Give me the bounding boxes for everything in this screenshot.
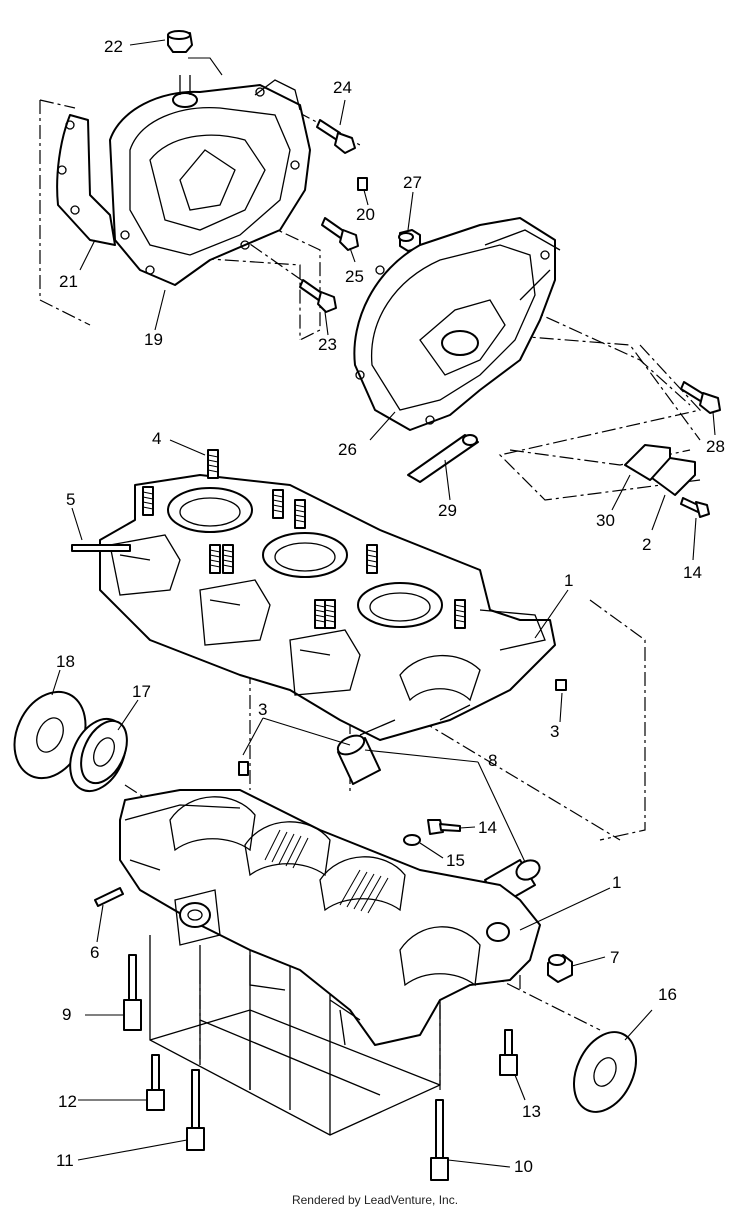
callout-labels: 22 24 27 20 21 25 19 23 28 26 4 29 5 30 … [56, 37, 725, 1176]
stud [366, 544, 378, 574]
washer-15 [403, 834, 421, 846]
bolt-13 [499, 1029, 518, 1076]
bolt-25 [321, 217, 359, 251]
dowel-3-left [238, 761, 249, 776]
lower-case-wireframe [149, 935, 441, 1136]
callout-17: 17 [132, 682, 151, 701]
seal-16 [573, 1031, 637, 1113]
bushing-27 [398, 229, 421, 252]
rear-cover-19 [109, 75, 311, 286]
bolt-10 [430, 1099, 449, 1181]
callout-14-top: 14 [683, 563, 702, 582]
callout-24: 24 [333, 78, 352, 97]
cylinder-studs [142, 449, 466, 629]
callout-16: 16 [658, 985, 677, 1004]
bushing-7 [547, 954, 573, 983]
callout-13: 13 [522, 1102, 541, 1121]
lower-crankcase-1 [119, 789, 541, 1046]
callout-4: 4 [152, 429, 161, 448]
gasket-21 [56, 114, 116, 246]
stud [222, 544, 234, 574]
callout-1-upper: 1 [564, 571, 573, 590]
bolt-14-lower [427, 819, 461, 835]
callout-29: 29 [438, 501, 457, 520]
strap-29 [407, 434, 479, 483]
callout-6: 6 [90, 943, 99, 962]
stud [454, 599, 466, 629]
stud [272, 489, 284, 519]
gasket-2 [651, 457, 696, 496]
callout-14-lower: 14 [478, 818, 497, 837]
footer-credit: Rendered by LeadVenture, Inc. [291, 1193, 459, 1207]
bolt-12 [146, 1054, 165, 1111]
callout-2: 2 [642, 535, 651, 554]
callout-5: 5 [66, 490, 75, 509]
seal-18 [13, 690, 87, 780]
bolt-14-top [680, 497, 710, 518]
sleeve-8-upper [336, 734, 381, 785]
callout-7: 7 [610, 948, 619, 967]
bolt-28 [680, 381, 721, 414]
dowel-3-right [555, 679, 567, 691]
bolt-9 [123, 954, 142, 1031]
leader-lines [51, 39, 716, 1168]
callout-1-lower: 1 [612, 873, 621, 892]
callout-19: 19 [144, 330, 163, 349]
stud [207, 449, 219, 479]
stud [294, 499, 306, 529]
bolt-24 [316, 119, 356, 154]
callout-15: 15 [446, 851, 465, 870]
callout-30: 30 [596, 511, 615, 530]
dowel-pin-20 [357, 177, 368, 191]
callout-28: 28 [706, 437, 725, 456]
callout-3-left: 3 [258, 700, 267, 719]
callout-25: 25 [345, 267, 364, 286]
bolt-11 [186, 1069, 205, 1151]
callout-8: 8 [488, 751, 497, 770]
stud [324, 599, 336, 629]
callout-26: 26 [338, 440, 357, 459]
stud [142, 486, 154, 516]
bolt-23 [299, 279, 337, 313]
callout-20: 20 [356, 205, 375, 224]
callout-11: 11 [56, 1151, 74, 1170]
stud [209, 544, 221, 574]
callout-10: 10 [514, 1157, 533, 1176]
front-cover-26 [353, 217, 561, 431]
callout-27: 27 [403, 173, 422, 192]
callout-23: 23 [318, 335, 337, 354]
seal-17 [69, 717, 128, 793]
callout-3-right: 3 [550, 722, 559, 741]
callout-22: 22 [104, 37, 123, 56]
callout-12: 12 [58, 1092, 77, 1111]
stud [314, 599, 326, 629]
callout-21: 21 [59, 272, 78, 291]
callout-18: 18 [56, 652, 75, 671]
stud-6 [94, 887, 124, 907]
stud-5 [71, 544, 131, 552]
callout-9: 9 [62, 1005, 71, 1024]
